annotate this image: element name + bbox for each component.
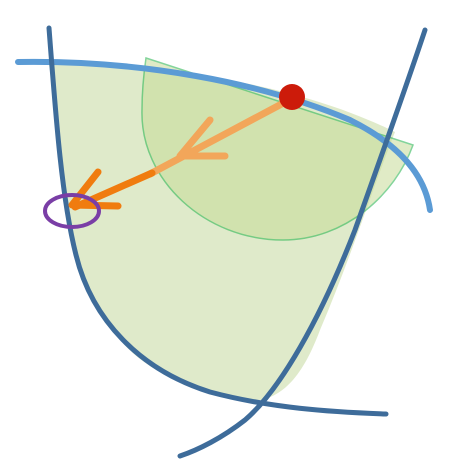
target-ring (43, 193, 101, 229)
step-arrow-outer (68, 168, 156, 211)
start-point (279, 84, 305, 110)
trust-region-half-disk (141, 57, 414, 241)
left-boundary-curve (46, 25, 389, 417)
right-boundary-curve (177, 27, 428, 459)
step-arrow-inner (146, 95, 295, 178)
upper-boundary-curve (15, 58, 433, 213)
